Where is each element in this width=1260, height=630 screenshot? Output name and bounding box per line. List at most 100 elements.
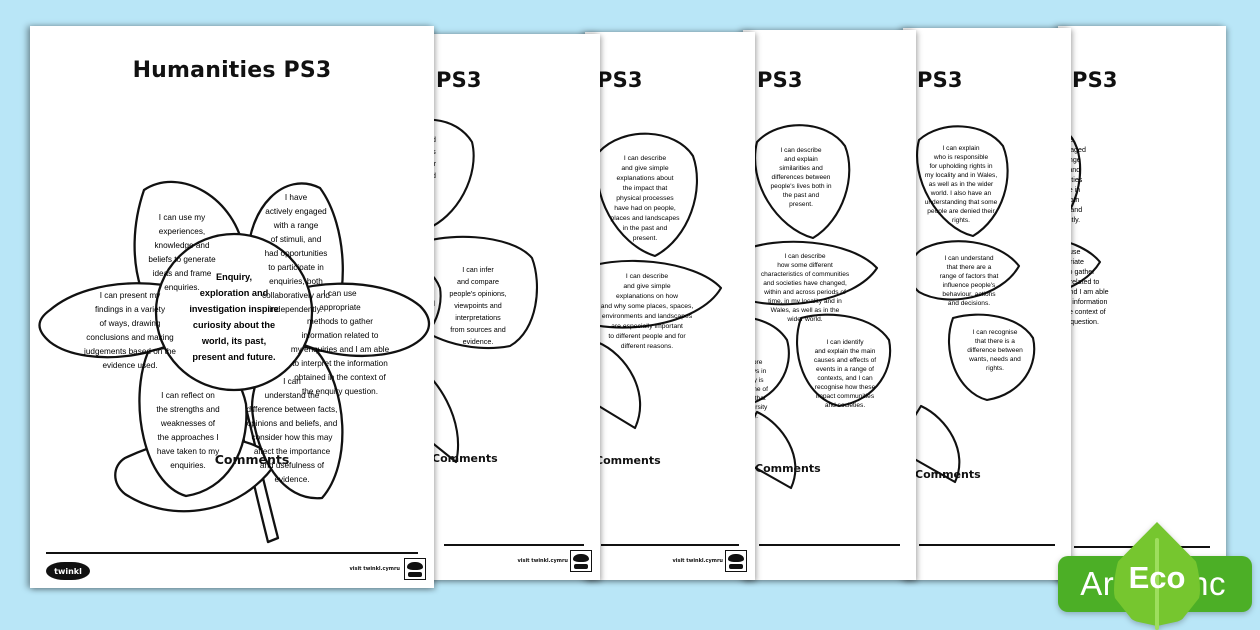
svg-text:collaboratively and: collaboratively and — [262, 291, 330, 300]
svg-text:people are denied their: people are denied their — [927, 208, 995, 215]
page-title-6: PS3 — [1072, 68, 1118, 92]
svg-text:the enquiry question.: the enquiry question. — [1058, 318, 1099, 326]
svg-text:evidence used.: evidence used. — [102, 361, 157, 370]
worksheet-page-5[interactable]: PS3 I can explain who is responsible for… — [903, 28, 1071, 580]
worksheet-page-6[interactable]: PS3 I have ively engaged ith a range tim… — [1058, 26, 1226, 582]
worksheet-page-1[interactable]: Humanities PS3 — [30, 26, 434, 588]
svg-text:Enquiry,: Enquiry, — [216, 272, 252, 282]
cymru-badge-3 — [725, 550, 747, 572]
svg-text:the past and: the past and — [783, 192, 820, 199]
svg-text:I can infer: I can infer — [462, 265, 494, 274]
svg-text:within and across periods of: within and across periods of — [763, 289, 846, 296]
svg-text:I have: I have — [285, 193, 308, 202]
svg-text:Wales, as well as in the: Wales, as well as in the — [771, 307, 840, 314]
leaf-icon: Eco — [1114, 522, 1200, 630]
svg-text:evidence.: evidence. — [274, 475, 309, 484]
visit-text-2: visit twinkl.cymru — [517, 558, 568, 564]
comments-label-4: Comments — [755, 462, 821, 475]
svg-text:behaviour, actions: behaviour, actions — [942, 291, 996, 298]
svg-text:present and future.: present and future. — [192, 352, 275, 362]
svg-text:contexts, and I can: contexts, and I can — [817, 375, 873, 382]
footer-rule-1 — [46, 552, 418, 554]
svg-text:differences between: differences between — [772, 174, 831, 181]
svg-text:people's opinions,: people's opinions, — [449, 289, 506, 298]
svg-text:difference between facts,: difference between facts, — [247, 405, 338, 414]
badge-shape-bottom — [729, 564, 743, 569]
svg-text:obtained in the context of: obtained in the context of — [1058, 308, 1106, 316]
svg-text:of ways, drawing: of ways, drawing — [100, 319, 161, 328]
svg-text:I can describe: I can describe — [626, 273, 669, 280]
visit-text-1: visit twinkl.cymru — [349, 566, 400, 572]
svg-text:findings in a variety: findings in a variety — [95, 305, 166, 314]
svg-text:and societies have changed,: and societies have changed, — [763, 280, 847, 287]
svg-text:impact communities: impact communities — [816, 393, 875, 400]
svg-text:enquiries, both: enquiries, both — [269, 277, 323, 286]
petal-text-right: I can use appropriate methods to gather … — [291, 289, 390, 396]
svg-text:upon diversity: upon diversity — [743, 404, 768, 411]
svg-text:different reasons.: different reasons. — [621, 343, 674, 350]
petal-text-top-right: I have actively engaged with a range of … — [262, 193, 330, 314]
twinkl-logo-1[interactable]: twinkl — [46, 562, 90, 580]
svg-text:my locality and in Wales,: my locality and in Wales, — [925, 172, 997, 179]
svg-text:consider how this may: consider how this may — [252, 433, 334, 442]
svg-text:the approaches I: the approaches I — [158, 433, 219, 442]
svg-text:understand the: understand the — [265, 391, 320, 400]
svg-text:with a range: with a range — [273, 221, 319, 230]
svg-text:viewpoints and: viewpoints and — [454, 301, 502, 310]
svg-text:and usefulness of: and usefulness of — [260, 461, 325, 470]
svg-text:and why some places, spaces,: and why some places, spaces, — [601, 303, 694, 310]
cymru-badge-2 — [570, 550, 592, 572]
svg-text:for upholding rights in: for upholding rights in — [929, 163, 992, 170]
petal-text-top-left: I can use my experiences, knowledge and … — [148, 213, 216, 292]
svg-text:curiosity about the: curiosity about the — [193, 320, 275, 330]
svg-text:range of factors that: range of factors that — [940, 273, 999, 280]
flower-diagram-6: I have ively engaged ith a range timuli,… — [1058, 124, 1109, 408]
eco-watermark-badge[interactable]: Arbed Inc Eco — [1058, 522, 1252, 630]
svg-text:difference between: difference between — [967, 347, 1023, 354]
svg-text:I can identify: I can identify — [826, 339, 864, 346]
svg-text:I can describe: I can describe — [784, 253, 825, 260]
footer-rule-4 — [759, 544, 900, 546]
svg-text:I can understand: I can understand — [944, 255, 993, 262]
svg-text:to participate in: to participate in — [268, 263, 324, 272]
footer-rule-5 — [919, 544, 1055, 546]
svg-text:I can use: I can use — [323, 289, 357, 298]
svg-text:have had on people,: have had on people, — [614, 205, 676, 212]
svg-text:places and landscapes: places and landscapes — [610, 215, 680, 222]
svg-text:that there is a: that there is a — [975, 338, 1015, 345]
svg-text:I can recognise: I can recognise — [973, 329, 1018, 336]
svg-text:of stimuli, and: of stimuli, and — [271, 235, 322, 244]
svg-text:I can reflect on: I can reflect on — [161, 391, 215, 400]
svg-text:wants, needs and: wants, needs and — [968, 356, 1021, 363]
svg-text:information related to: information related to — [302, 331, 379, 340]
badge-shape-top — [573, 554, 589, 562]
flower-diagram-5: I can explain who is responsible for uph… — [903, 125, 1036, 484]
svg-text:wider world.: wider world. — [786, 316, 822, 323]
svg-text:evidence.: evidence. — [463, 337, 494, 346]
flower-diagram-2: nd ns ter nd I can infer and compare peo… — [428, 118, 538, 464]
badge-shape-top — [728, 554, 744, 562]
worksheet-page-3[interactable]: PS3 I can describe and give simple expla… — [585, 32, 755, 580]
svg-text:recognise how these: recognise how these — [815, 384, 876, 391]
svg-text:to interpret the information: to interpret the information — [292, 359, 388, 368]
svg-text:and societies.: and societies. — [825, 402, 865, 409]
svg-text:independently.: independently. — [270, 305, 323, 314]
svg-text:methods to gather: methods to gather — [307, 317, 373, 326]
svg-text:ideas and frame: ideas and frame — [153, 269, 212, 278]
svg-text:from sources and: from sources and — [450, 325, 506, 334]
svg-text:weaknesses of: weaknesses of — [160, 419, 216, 428]
svg-text:investigation inspire: investigation inspire — [189, 304, 278, 314]
worksheet-page-4[interactable]: PS3 I can describe and explain similarit… — [743, 30, 916, 580]
svg-text:obtained in the context of: obtained in the context of — [294, 373, 386, 382]
svg-text:events in a range of: events in a range of — [816, 366, 874, 373]
svg-text:to different people and for: to different people and for — [608, 333, 686, 340]
visit-text-3: visit twinkl.cymru — [672, 558, 723, 564]
svg-text:appropriate: appropriate — [319, 303, 361, 312]
svg-text:and explain the main: and explain the main — [815, 348, 876, 355]
svg-text:understanding that some: understanding that some — [925, 199, 998, 206]
badge-shape-bottom — [574, 564, 588, 569]
worksheet-page-2[interactable]: PS3 nd ns ter nd I can infer and — [428, 34, 600, 580]
svg-text:experiences,: experiences, — [159, 227, 205, 236]
svg-text:I can describe: I can describe — [624, 155, 667, 162]
